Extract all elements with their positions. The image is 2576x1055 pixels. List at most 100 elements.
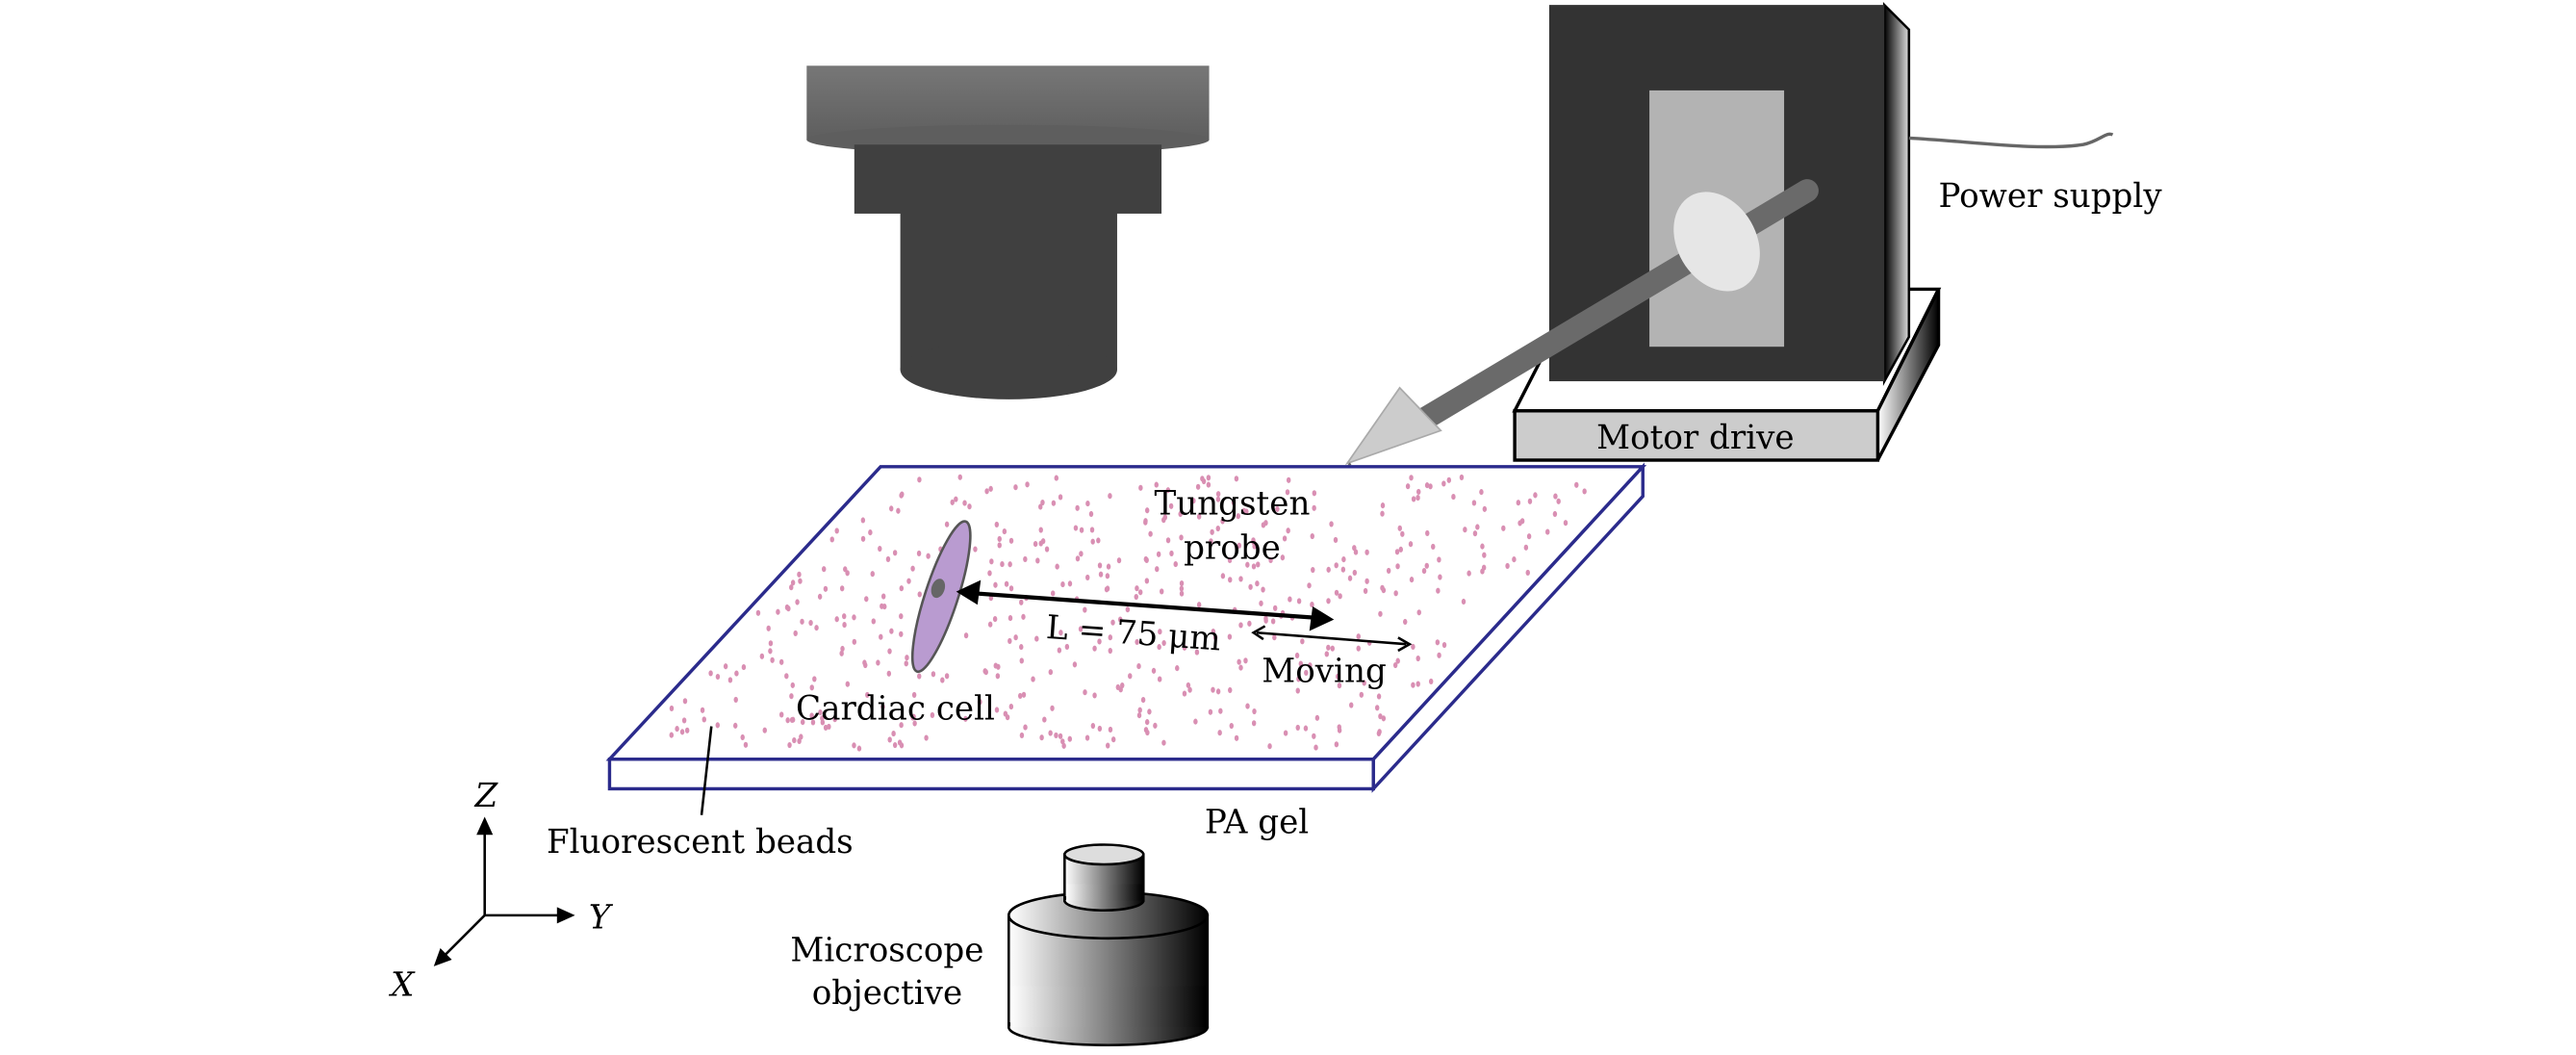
bead xyxy=(1397,525,1402,531)
bead xyxy=(1108,493,1112,500)
bead xyxy=(1042,716,1047,723)
bead xyxy=(1061,742,1066,749)
bead xyxy=(1040,538,1046,545)
bead xyxy=(778,658,784,665)
bead xyxy=(905,655,909,661)
bead xyxy=(1168,502,1174,509)
bead xyxy=(1158,629,1162,635)
bead xyxy=(1008,537,1014,544)
bead xyxy=(715,673,721,681)
bead xyxy=(1144,719,1150,726)
bead xyxy=(1060,580,1065,588)
bead xyxy=(1308,662,1313,669)
bead xyxy=(1376,730,1382,736)
bead xyxy=(790,682,796,688)
bead xyxy=(814,625,819,631)
bead xyxy=(1193,718,1198,725)
bead xyxy=(860,517,866,524)
bead xyxy=(766,625,771,631)
bead xyxy=(1206,481,1211,488)
bead xyxy=(1165,537,1171,544)
bead xyxy=(1329,521,1334,528)
bead xyxy=(1078,626,1084,632)
bead xyxy=(1424,482,1430,489)
bead xyxy=(839,650,844,656)
bead xyxy=(1234,476,1239,482)
bead xyxy=(1108,726,1113,733)
bead xyxy=(1018,692,1023,700)
bead xyxy=(911,713,916,720)
bead xyxy=(1553,493,1558,500)
bead xyxy=(1363,587,1368,594)
bead xyxy=(681,717,687,724)
bead xyxy=(860,535,866,542)
bead xyxy=(1134,593,1138,601)
bead xyxy=(987,570,992,577)
bead xyxy=(1073,525,1079,531)
bead xyxy=(1347,575,1353,581)
bead xyxy=(1144,556,1149,564)
bead xyxy=(878,545,882,553)
bead xyxy=(1237,542,1242,549)
bead xyxy=(1381,715,1387,722)
upper-objective xyxy=(806,65,1210,399)
bead xyxy=(1285,489,1290,496)
bead xyxy=(1296,676,1301,682)
moving-arrow xyxy=(1251,625,1413,653)
bead xyxy=(1097,638,1102,645)
bead xyxy=(1179,534,1184,541)
bead xyxy=(892,741,898,749)
bead xyxy=(1336,673,1340,680)
bead xyxy=(740,733,745,741)
bead xyxy=(787,741,792,749)
bead xyxy=(1153,722,1158,729)
bead xyxy=(1475,524,1480,530)
bead xyxy=(967,503,972,510)
bead xyxy=(1523,544,1529,551)
bead xyxy=(1116,557,1122,564)
bead xyxy=(1217,730,1222,736)
bead xyxy=(1194,649,1200,656)
microscope-label-2: objective xyxy=(812,974,962,1013)
bead xyxy=(1244,508,1249,515)
bead xyxy=(682,698,688,705)
bead xyxy=(1161,639,1166,647)
bead xyxy=(1212,634,1218,641)
pa-gel-label: PA gel xyxy=(1205,804,1309,842)
bead xyxy=(797,737,802,745)
bead xyxy=(1326,598,1331,605)
bead xyxy=(993,662,999,669)
bead xyxy=(1411,643,1416,651)
tungsten-probe xyxy=(1333,179,1819,618)
bead xyxy=(1035,557,1040,564)
bead xyxy=(1408,541,1414,548)
bead xyxy=(1079,551,1084,557)
bead xyxy=(1280,554,1286,561)
bead xyxy=(1048,669,1054,676)
beads-leader-line xyxy=(700,726,713,815)
bead xyxy=(1334,562,1339,569)
bead xyxy=(1211,686,1215,693)
bead xyxy=(944,673,950,680)
bead xyxy=(1252,543,1257,550)
bead xyxy=(817,593,823,600)
bead xyxy=(1296,598,1302,605)
bead xyxy=(1441,641,1447,649)
bead xyxy=(1019,599,1024,605)
bead xyxy=(1038,503,1043,510)
bead xyxy=(1288,596,1292,603)
bead xyxy=(842,621,847,629)
bead xyxy=(1215,496,1221,502)
bead xyxy=(988,485,993,492)
bead xyxy=(790,579,796,586)
bead xyxy=(1501,525,1506,531)
bead xyxy=(1251,537,1256,544)
bead xyxy=(1353,549,1359,555)
bead xyxy=(1140,697,1146,704)
bead xyxy=(1019,644,1024,651)
bead xyxy=(770,656,775,663)
bead xyxy=(1118,686,1123,693)
bead xyxy=(1238,664,1243,671)
bead xyxy=(1248,583,1253,590)
bead xyxy=(1255,580,1260,587)
